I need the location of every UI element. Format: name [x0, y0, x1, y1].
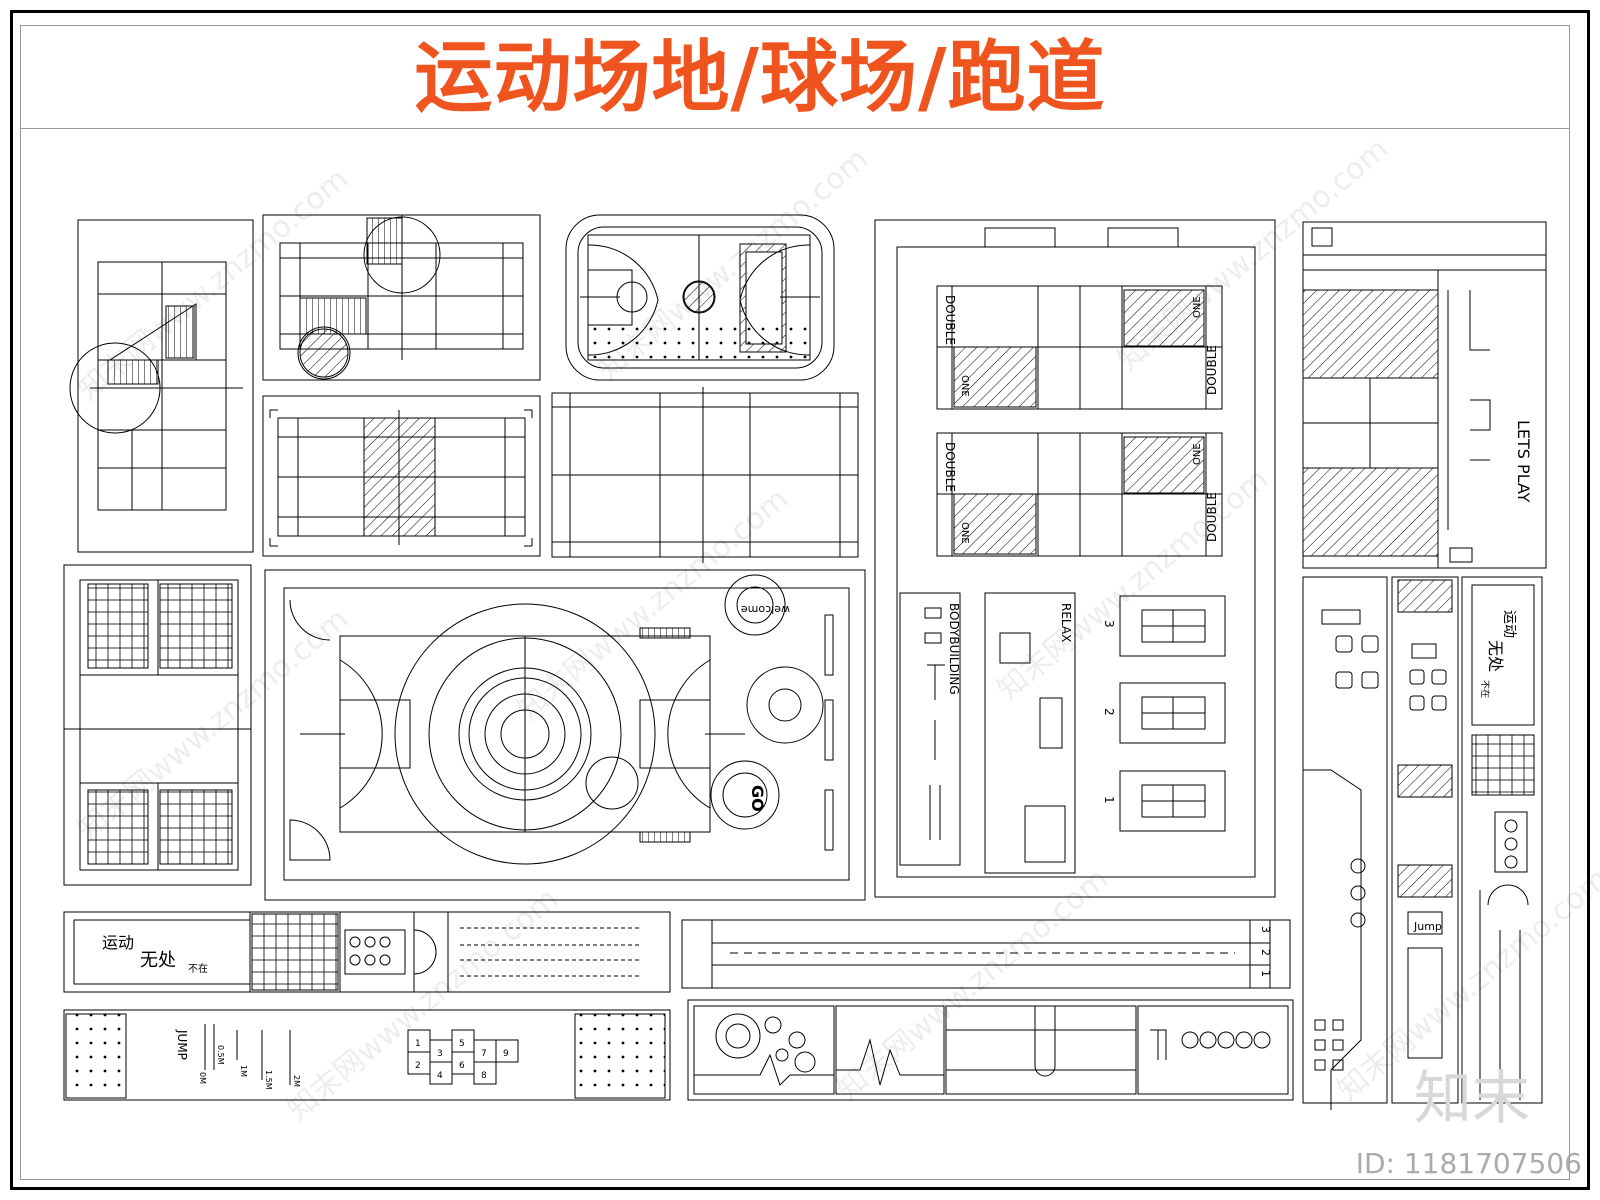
court-panel-basketball-welcome: [264, 569, 866, 901]
label-one: ONE: [1192, 443, 1203, 465]
title-divider: [20, 128, 1570, 129]
hopscotch-number: 3: [437, 1049, 443, 1059]
slogan-text: 运动: [102, 933, 134, 952]
label-one: ONE: [1192, 296, 1203, 318]
label-double: DOUBLE: [943, 442, 957, 492]
table-number: 3: [1102, 620, 1116, 628]
label-double: DOUBLE: [1205, 492, 1219, 542]
label-double: DOUBLE: [943, 295, 957, 345]
play-strip-heartbeat: [687, 999, 1294, 1101]
court-panel-basketball-rounded: [565, 214, 835, 381]
slogan-text: 运动: [1501, 610, 1517, 638]
distance-mark: 0.5M: [216, 1045, 225, 1065]
hopscotch-number: 4: [437, 1071, 443, 1081]
page-title: 运动场地/球场/跑道: [414, 33, 1106, 123]
hopscotch-number: 6: [459, 1061, 465, 1071]
slogan-text: 不在: [1479, 680, 1491, 698]
hopscotch-number: 2: [415, 1061, 421, 1071]
drawing-frame: [10, 10, 1590, 1190]
label-lets-play: LETS PLAY: [1514, 420, 1533, 503]
distance-mark: 1M: [239, 1065, 248, 1077]
distance-mark: 1.5M: [264, 1070, 273, 1090]
distance-mark: 0M: [198, 1072, 207, 1084]
court-panel-grid: [63, 564, 252, 886]
play-strips-right: [1302, 576, 1543, 1110]
court-panel-activity-room: [874, 219, 1276, 898]
court-panel-lets-play: [1302, 221, 1547, 569]
running-track-strip: [681, 919, 1291, 989]
court-panel-geometric: [69, 219, 254, 553]
court-panel-badminton-circles: [262, 214, 541, 381]
label-welcome: welcome: [741, 603, 790, 616]
label-one: ONE: [959, 522, 970, 544]
hopscotch-number: 8: [481, 1071, 487, 1081]
court-panel-badminton-plain: [551, 387, 859, 563]
play-strip-slogan: [63, 911, 671, 993]
label-one: ONE: [959, 375, 970, 397]
court-panel-badminton-hatched: [262, 395, 541, 557]
label-jump: JUMP: [175, 1029, 189, 1060]
slogan-text: 无处: [140, 950, 176, 971]
label-double: DOUBLE: [1205, 345, 1219, 395]
hopscotch-number: 9: [503, 1049, 509, 1059]
label-go: GO: [748, 785, 767, 812]
lane-number: 3: [1259, 926, 1272, 933]
slogan-text: 无处: [1486, 640, 1505, 672]
label-jump-box: Jump: [1413, 920, 1442, 933]
label-bodybuilding: BODYBUILDING: [947, 603, 961, 695]
slogan-text: 不在: [188, 963, 208, 975]
table-number: 2: [1102, 708, 1116, 716]
hopscotch-number: 1: [415, 1039, 421, 1049]
lane-number: 1: [1259, 970, 1272, 977]
label-relax: RELAX: [1059, 603, 1073, 642]
drawing-inner-border: [20, 25, 1570, 1180]
lane-number: 2: [1259, 949, 1272, 956]
hopscotch-number: 7: [481, 1049, 487, 1059]
hopscotch-number: 5: [459, 1039, 465, 1049]
brand-logo-text: 知末: [1413, 1064, 1530, 1132]
hopscotch-strip: [63, 1009, 671, 1101]
table-number: 1: [1102, 796, 1116, 804]
image-id-label: ID: 1181707506: [1355, 1147, 1582, 1180]
distance-mark: 2M: [292, 1075, 301, 1087]
